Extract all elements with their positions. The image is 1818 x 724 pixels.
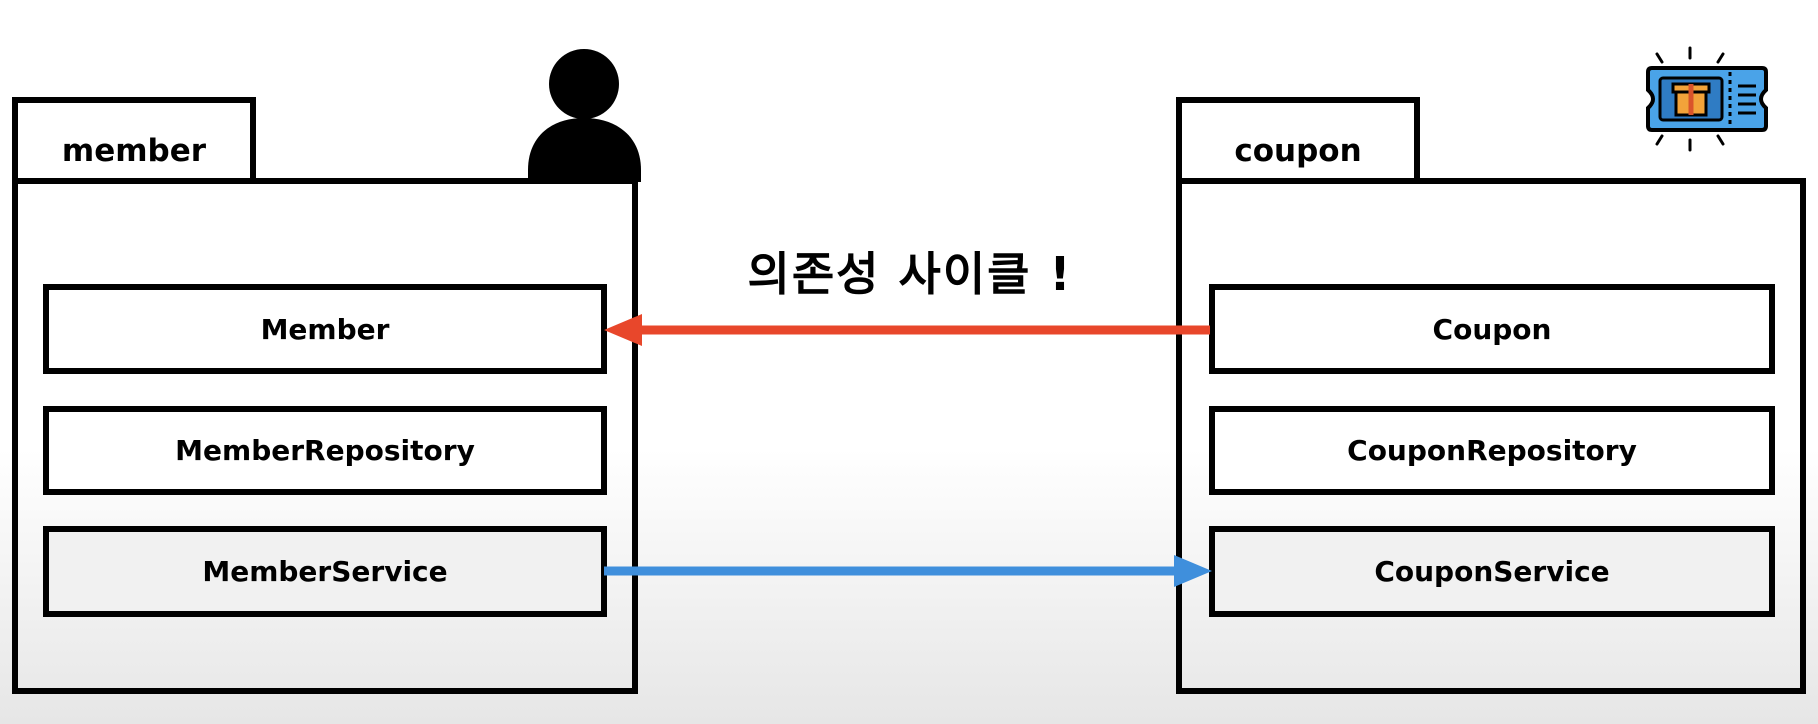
coupon-package-tab: coupon <box>1176 97 1420 184</box>
coupon-ticket-icon <box>1646 46 1768 152</box>
coupon-class-label: Coupon <box>1432 312 1552 346</box>
coupon-to-member-arrowhead <box>604 314 642 346</box>
coupon-package <box>1176 178 1806 694</box>
member-service-to-coupon-service-arrow <box>604 555 1212 587</box>
member-service-to-coupon-service-arrowhead <box>1174 555 1212 587</box>
person-icon <box>528 49 641 182</box>
coupon-repository-class-box: CouponRepository <box>1209 406 1775 495</box>
member-service-class-box: MemberService <box>43 526 607 617</box>
coupon-class-box: Coupon <box>1209 284 1775 374</box>
member-service-class-label: MemberService <box>202 555 448 588</box>
member-package-label: member <box>61 132 207 169</box>
coupon-package-label: coupon <box>1234 132 1362 169</box>
member-class-box: Member <box>43 284 607 374</box>
coupon-repository-class-label: CouponRepository <box>1347 434 1637 467</box>
member-package-tab: member <box>12 97 256 184</box>
member-repository-class-box: MemberRepository <box>43 406 607 495</box>
coupon-to-member-arrow <box>604 314 1210 346</box>
dependency-cycle-label: 의존성 사이클 ! <box>747 247 1073 301</box>
coupon-service-class-box: CouponService <box>1209 526 1775 617</box>
member-repository-class-label: MemberRepository <box>175 434 475 467</box>
member-class-label: Member <box>260 312 390 346</box>
coupon-service-class-label: CouponService <box>1374 555 1610 588</box>
member-package <box>12 178 638 694</box>
